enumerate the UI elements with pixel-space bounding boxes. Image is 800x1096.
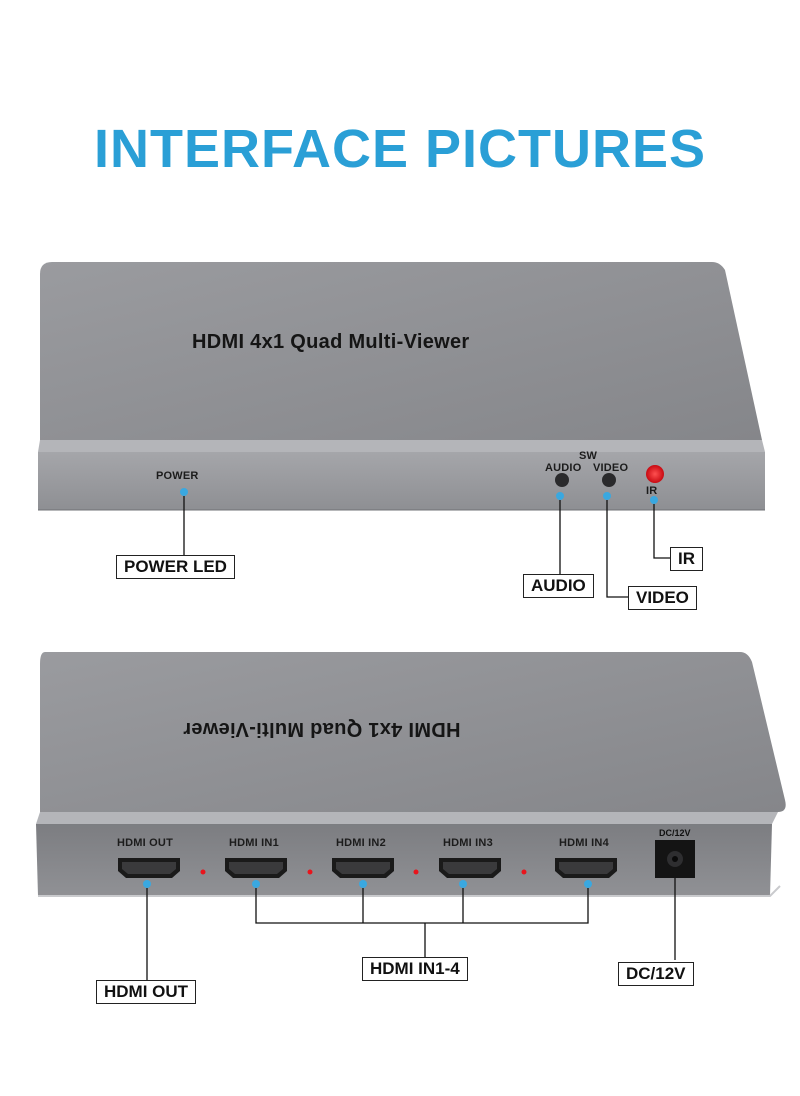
- audio-label: AUDIO: [545, 462, 582, 474]
- rear-device-title: HDMI 4x1 Quad Multi-Viewer: [183, 718, 461, 740]
- hdmi-in2-port-label: HDMI IN2: [336, 837, 386, 849]
- hdmi-in4-port: [555, 858, 617, 888]
- audio-indicator: [556, 492, 564, 500]
- status-led-1: [200, 869, 206, 875]
- sw-label: SW: [579, 450, 598, 462]
- rear-device-bevel: [36, 812, 778, 824]
- callout-hdmi-out: HDMI OUT: [96, 980, 197, 1004]
- status-led-4: [521, 869, 527, 875]
- hdmi-in1-port: [225, 858, 287, 888]
- front-device-title: HDMI 4x1 Quad Multi-Viewer: [192, 331, 470, 353]
- rear-device-top: [40, 652, 786, 812]
- front-device: [38, 262, 765, 598]
- front-device-bevel: [38, 440, 765, 452]
- front-device-top: [40, 262, 762, 440]
- callout-power-led: POWER LED: [116, 555, 235, 579]
- hdmi-out-indicator: [143, 880, 151, 888]
- status-led-2: [307, 869, 313, 875]
- power-label: POWER: [156, 470, 199, 482]
- video-switch-button: [602, 473, 616, 487]
- ir-label: IR: [646, 485, 658, 497]
- dc-port-label: DC/12V: [659, 828, 691, 838]
- hdmi-out-port-label: HDMI OUT: [117, 837, 173, 849]
- callout-ir: IR: [670, 547, 703, 571]
- dc-power-jack: [655, 840, 695, 878]
- status-led-3: [413, 869, 419, 875]
- hdmi-out-port: [118, 858, 180, 888]
- callout-dc: DC/12V: [618, 962, 694, 986]
- page-headline: INTERFACE PICTURES: [93, 119, 707, 179]
- callout-hdmi-in: HDMI IN1-4: [362, 957, 468, 981]
- hdmi-in4-port-label: HDMI IN4: [559, 837, 609, 849]
- hdmi-in3-port-label: HDMI IN3: [443, 837, 493, 849]
- rear-device: [36, 652, 786, 980]
- video-label: VIDEO: [593, 462, 629, 474]
- hdmi-in2-port: [332, 858, 394, 888]
- ir-receiver: [646, 465, 664, 483]
- power-led-indicator: [180, 488, 188, 496]
- ir-indicator: [650, 496, 658, 504]
- audio-switch-button: [555, 473, 569, 487]
- hdmi-in3-port: [439, 858, 501, 888]
- callout-audio: AUDIO: [523, 574, 594, 598]
- video-indicator: [603, 492, 611, 500]
- callout-video: VIDEO: [628, 586, 697, 610]
- hdmi-in1-port-label: HDMI IN1: [229, 837, 279, 849]
- front-device-face: [38, 452, 765, 510]
